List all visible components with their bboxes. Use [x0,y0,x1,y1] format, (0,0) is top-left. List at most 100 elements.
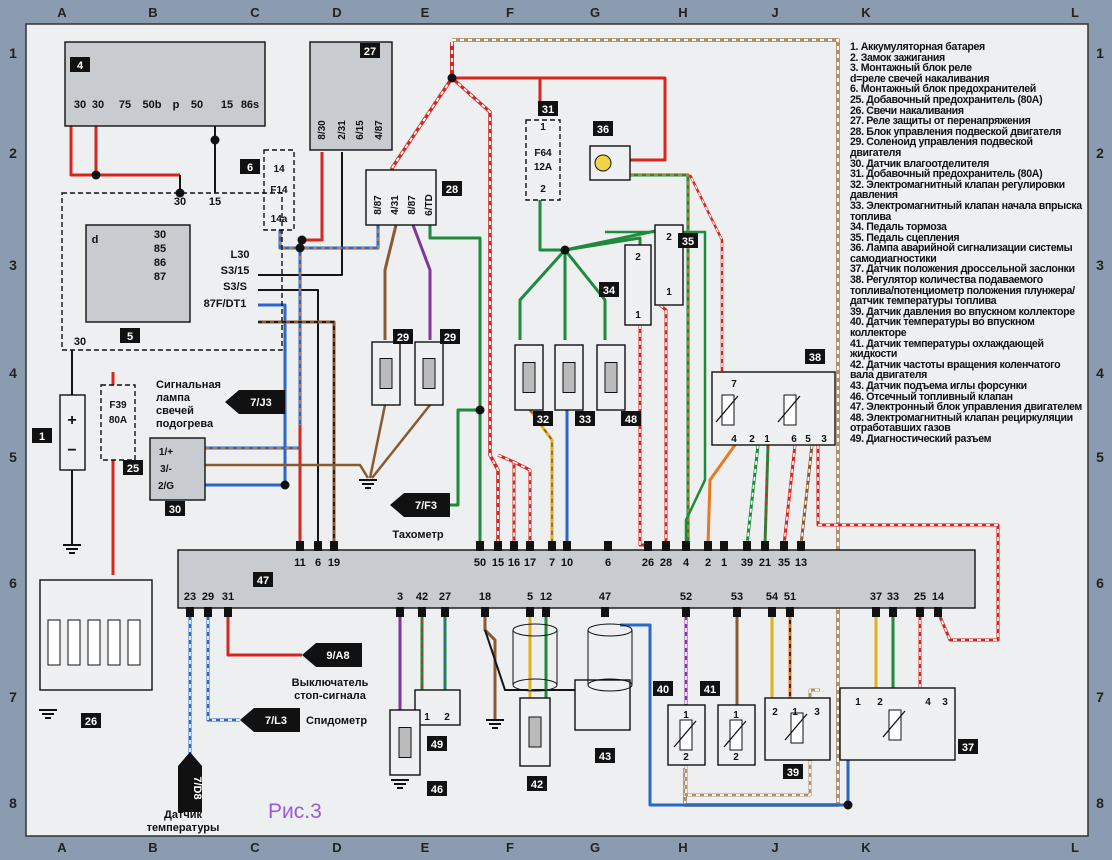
ecu-pin-connector [186,607,194,617]
component-1 [59,394,86,471]
pin-label: L30 [231,249,250,261]
ecu-bottom-pin-label: 12 [540,591,552,603]
pin-label: 30 [92,99,104,111]
glow-plug-icon [47,619,61,666]
legend-item: 34. Педаль тормоза [850,221,947,234]
component-badge-bg [593,121,613,136]
ecu-top-pin-label: 39 [741,557,753,569]
wire-brown [383,224,398,340]
junction-dot [295,243,305,253]
ecu-pin-connector [916,607,924,617]
ecu-pin-connector [662,541,670,551]
pin-label: 6/TD [424,194,435,216]
connector-label: 7/D8 [191,776,203,799]
ecu-bottom-pin-label: 53 [731,591,743,603]
pin-label: 1 [540,122,546,133]
pin-label: 1 [855,697,861,708]
wire-orange [706,444,737,546]
connector-arrow-d8 [178,752,202,812]
component-badge: 46 [431,784,443,796]
connector-arrow-a8 [302,643,362,667]
component-badge: 49 [431,739,443,751]
ecu-pin-connector [604,541,612,551]
ecu-pin-connector [786,607,794,617]
legend-item: 31. Добавочный предохранитель (80А) [850,168,1043,181]
wire-green [538,200,565,252]
ecu-bottom-pin-label: 37 [870,591,882,603]
component-3 [61,192,283,351]
grid-column-bottom: G [590,840,600,855]
coil-icon [379,358,393,389]
grid-column-top: E [421,5,430,20]
component-badge-bg [533,411,553,426]
grid-column-bottom: H [678,840,687,855]
pin-label: 2 [666,232,672,243]
pin-label: S3/15 [221,265,250,277]
grid-row-left: 6 [9,575,17,591]
grid-column-bottom: L [1071,840,1079,855]
ecu-top-pin-label: 7 [549,557,555,569]
component-badge: 31 [542,104,554,116]
wire-red [69,126,180,177]
junction-dot [560,245,570,255]
legend-item: 28. Блок управления подвеской двигателя [850,125,1062,138]
ground-icon [359,479,377,489]
component-28 [365,169,437,226]
ecu-pin-connector [720,541,728,551]
grid-row-left: 5 [9,449,17,465]
grid-row-right: 8 [1096,795,1104,811]
component-badge-bg [958,739,978,754]
wire-stripe-orange [279,225,379,249]
legend-item: 25. Добавочный предохранитель (80А) [850,93,1043,106]
component-badge: 40 [657,684,669,696]
ecu-top-pin-label: 28 [660,557,672,569]
ecu-pin-connector [441,607,449,617]
grid-column-top: F [506,5,514,20]
component-badge: 41 [704,684,716,696]
coil-icon [604,362,618,393]
legend-item: 3. Монтажный блок реле [850,62,972,75]
pin-label: 2 [772,707,778,718]
grid-row-left: 8 [9,795,17,811]
coil-icon [522,362,536,393]
legend-item: 41. Датчик температуры охлаждающей жидко… [850,337,1044,361]
pin-label: − [67,442,76,459]
component-31 [525,119,561,201]
grid-column-top: L [1071,5,1079,20]
component-30 [149,437,206,501]
wire-stripe-white [659,304,667,545]
ground-icon [391,779,409,789]
ecu-pin-connector [548,541,556,551]
pin-label: 30 [174,196,186,208]
ecu-top-pin-label: 2 [705,557,711,569]
shield-icon [587,678,633,692]
component-badge-bg [440,329,460,344]
ecu-pin-connector [396,607,404,617]
component-badge-bg [32,428,52,443]
component-badge-bg [81,713,101,728]
legend-item: 42. Датчик частоты вращения коленчатого … [850,358,1061,382]
pin-label: 87 [154,271,166,283]
legend-item: 6. Монтажный блок предохранителей [850,83,1036,96]
pin-label: 75 [119,99,131,111]
component-badge-bg [653,681,673,696]
ecu-pin-connector [476,541,484,551]
wire-stripe-white [746,444,759,546]
pin-label: 14a [271,214,288,225]
connector-arrow-f3 [390,493,450,517]
component-badge-bg [527,776,547,791]
junction-dot [843,800,853,810]
component-badge: 36 [597,124,609,136]
ecu-bottom-pin-label: 33 [887,591,899,603]
legend-item: d=реле свечей накаливания [850,72,990,85]
wire-violet [411,224,432,340]
wire-green [563,249,607,340]
pin-label: 50b [143,99,162,111]
pin-label: F14 [270,185,288,196]
ecu-pin-connector [526,607,534,617]
wire-stripe-black [258,321,335,545]
coil-icon [422,358,436,389]
legend-item: 43. Датчик подъема иглы форсунки [850,380,1027,392]
